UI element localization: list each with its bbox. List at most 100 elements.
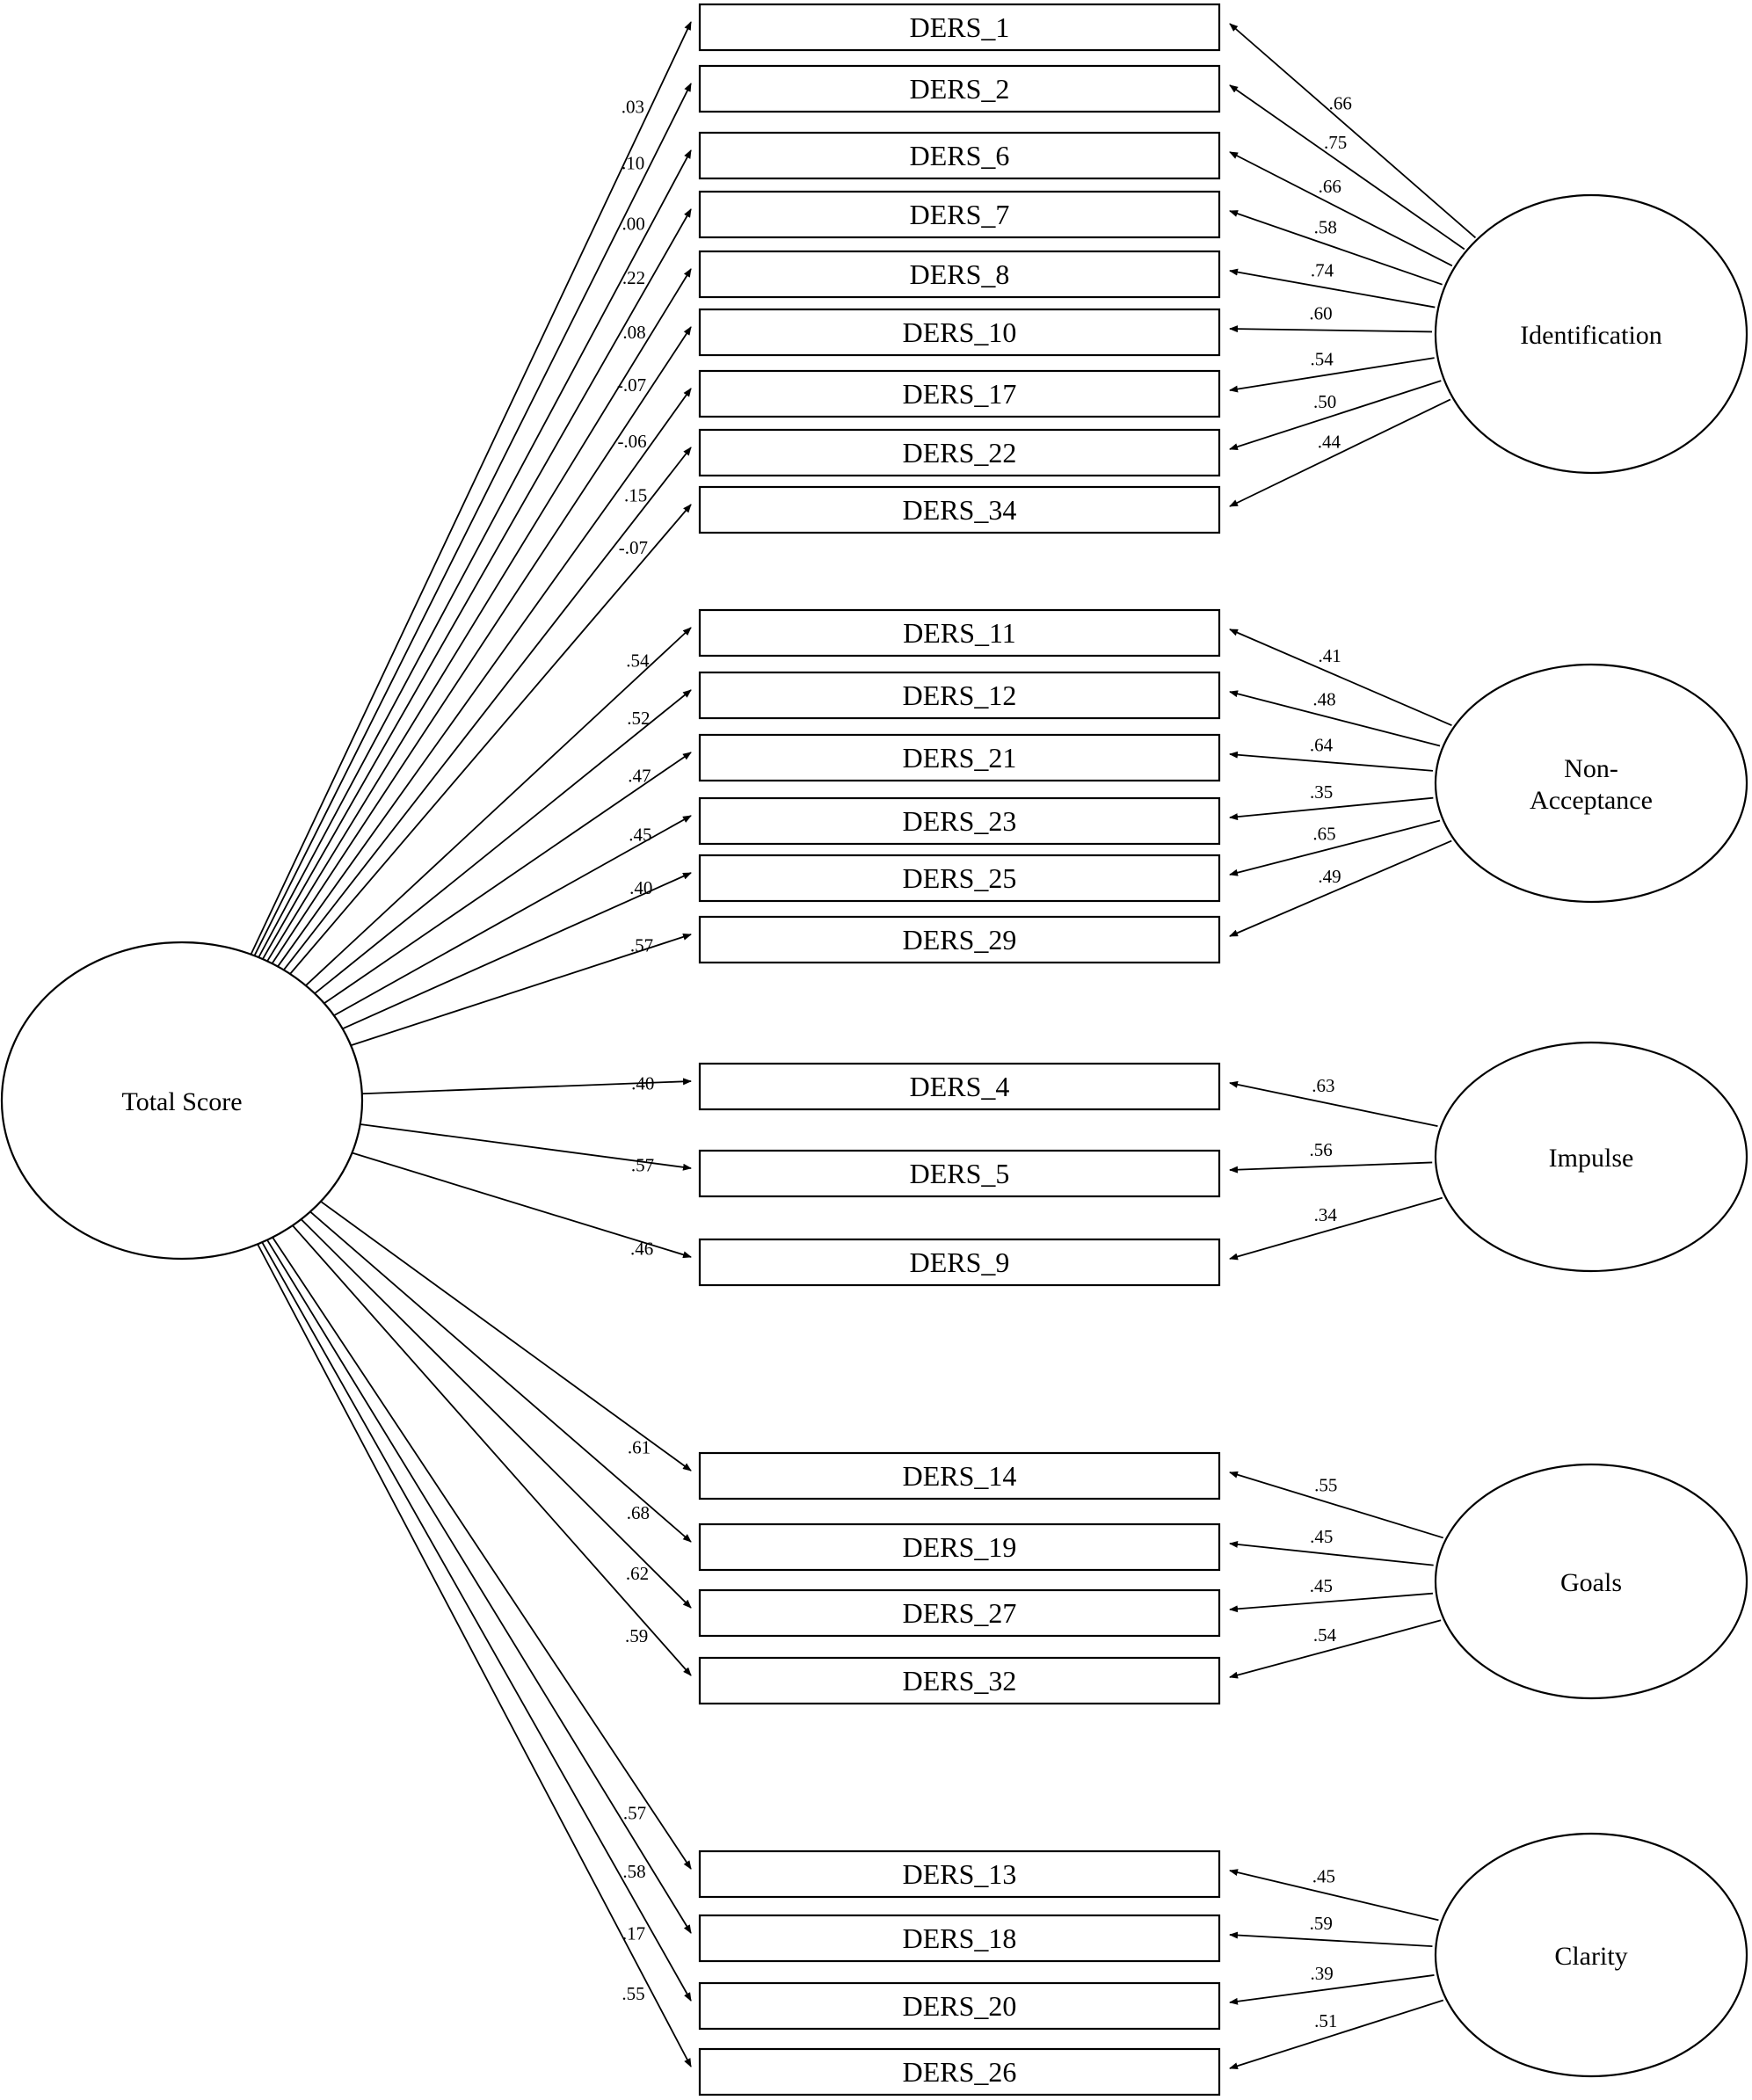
item-ders-26: DERS_26: [698, 2047, 1221, 2096]
item-label: DERS_12: [903, 679, 1017, 711]
total-loading-label: .57: [630, 934, 653, 956]
total-path-ders-23: [333, 815, 692, 1017]
item-ders-17: DERS_17: [698, 369, 1221, 418]
factor-path-ders-34: [1229, 398, 1451, 507]
item-ders-9: DERS_9: [698, 1238, 1221, 1287]
item-box: [698, 854, 1221, 903]
item-box: [698, 131, 1221, 180]
item-box: [698, 1149, 1221, 1198]
total-loading-label: .40: [629, 877, 652, 898]
factor-path-ders-5: [1229, 1161, 1433, 1174]
item-ders-25: DERS_25: [698, 854, 1221, 903]
item-ders-27: DERS_27: [698, 1588, 1221, 1638]
item-box: [698, 1238, 1221, 1287]
factor-loading-label: .75: [1324, 132, 1347, 153]
factor-path-ders-32: [1229, 1619, 1442, 1679]
item-box: [698, 1062, 1221, 1111]
factor-path-ders-1: [1229, 23, 1477, 239]
factor-loading-label: .54: [1311, 348, 1334, 369]
factor-label: Goals: [1560, 1568, 1622, 1597]
total-path-ders-1: [250, 21, 692, 956]
item-ders-2: DERS_2: [698, 64, 1221, 113]
total-path-ders-17: [277, 388, 692, 968]
factor-path-ders-23: [1229, 796, 1434, 821]
item-box: [698, 1981, 1221, 2031]
item-label: DERS_18: [903, 1922, 1017, 1954]
item-label: DERS_14: [903, 1460, 1017, 1492]
item-ders-34: DERS_34: [698, 485, 1221, 534]
total-path-ders-32: [292, 1224, 692, 1676]
factor-path-ders-10: [1229, 325, 1433, 333]
item-ders-18: DERS_18: [698, 1914, 1221, 1963]
item-label: DERS_20: [903, 1990, 1017, 2022]
item-ders-6: DERS_6: [698, 131, 1221, 180]
total-loading-label: .57: [631, 1154, 654, 1175]
item-box: [698, 915, 1221, 964]
item-ders-20: DERS_20: [698, 1981, 1221, 2031]
item-box: [698, 1656, 1221, 1705]
item-box: [698, 428, 1221, 477]
factor-loading-label: .66: [1319, 176, 1341, 197]
item-label: DERS_8: [910, 258, 1010, 290]
item-box: [698, 3, 1221, 52]
factor-loading-label: .44: [1318, 431, 1341, 452]
total-path-ders-27: [300, 1218, 692, 1609]
item-label: DERS_1: [910, 11, 1010, 43]
item-box: [698, 1849, 1221, 1899]
factor-goals: Goals: [1434, 1463, 1748, 1700]
item-box: [698, 2047, 1221, 2096]
total-path-ders-2: [253, 83, 692, 956]
item-box: [698, 485, 1221, 534]
factor-ellipse: [1434, 1463, 1748, 1700]
total-loading-label: .22: [622, 267, 645, 288]
factor-loading-label: .55: [1314, 1474, 1337, 1495]
item-box: [698, 733, 1221, 782]
total-loading-label: .61: [628, 1436, 651, 1457]
factor-loading-label: .48: [1312, 689, 1335, 710]
factor-label: Non-: [1564, 754, 1618, 783]
total-loading-label: .68: [627, 1502, 650, 1523]
item-ders-12: DERS_12: [698, 671, 1221, 720]
total-loading-label: .57: [623, 1802, 646, 1823]
total-loading-label: .10: [622, 152, 644, 173]
item-ders-21: DERS_21: [698, 733, 1221, 782]
total-loading-label: .40: [631, 1072, 654, 1094]
item-box: [698, 64, 1221, 113]
factor-label: Clarity: [1554, 1942, 1627, 1971]
factor-loading-label: .56: [1309, 1139, 1332, 1160]
factor-loading-label: .65: [1312, 823, 1335, 844]
item-box: [698, 250, 1221, 299]
item-label: DERS_7: [910, 199, 1010, 230]
factor-loading-label: .51: [1314, 2010, 1337, 2031]
factor-path-ders-19: [1229, 1540, 1434, 1566]
item-label: DERS_10: [903, 316, 1017, 348]
item-ders-19: DERS_19: [698, 1522, 1221, 1572]
total-loading-label: .46: [630, 1238, 653, 1259]
factor-path-ders-2: [1229, 84, 1465, 251]
item-box: [698, 190, 1221, 239]
item-ders-23: DERS_23: [698, 796, 1221, 846]
item-label: DERS_11: [903, 617, 1016, 649]
factor-loading-label: .66: [1329, 93, 1352, 114]
total-loading-label: .00: [622, 214, 644, 235]
factor-loading-label: .64: [1310, 734, 1334, 755]
factor-path-ders-27: [1229, 1592, 1434, 1613]
total-loading-label: .17: [622, 1922, 645, 1944]
total-path-ders-13: [272, 1237, 692, 1870]
item-box: [698, 369, 1221, 418]
total-path-ders-25: [342, 872, 692, 1030]
item-box: [698, 608, 1221, 658]
factor-clarity: Clarity: [1434, 1832, 1748, 2078]
item-label: DERS_26: [903, 2056, 1017, 2088]
item-ders-8: DERS_8: [698, 250, 1221, 299]
total-loading-label: .55: [622, 1983, 644, 2004]
factor-path-ders-14: [1229, 1471, 1444, 1539]
total-path-ders-8: [266, 268, 692, 962]
item-label: DERS_32: [903, 1665, 1017, 1697]
item-ders-7: DERS_7: [698, 190, 1221, 239]
total-loading-label: .62: [626, 1563, 649, 1584]
total-path-ders-10: [271, 326, 692, 964]
factor-path-ders-17: [1229, 357, 1435, 393]
factor-path-ders-25: [1229, 819, 1441, 876]
total-path-ders-6: [258, 149, 692, 958]
